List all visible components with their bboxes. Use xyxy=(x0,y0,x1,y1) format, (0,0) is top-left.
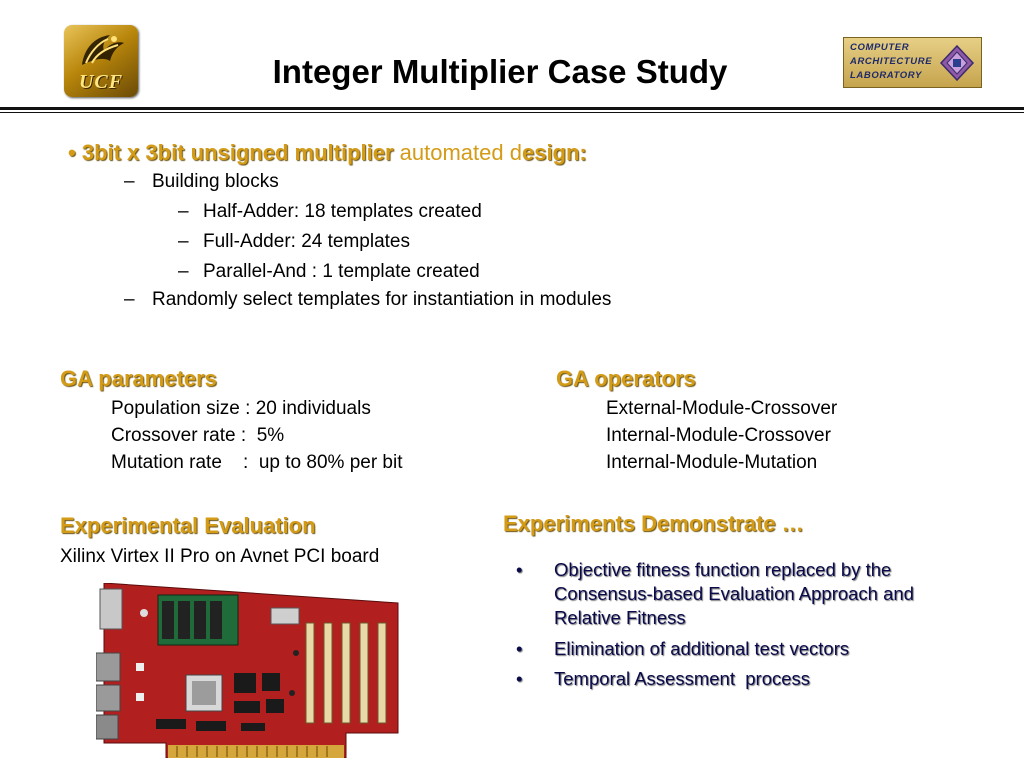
ga-operators-heading: GA operators xyxy=(556,366,696,391)
sub-item-text: Full-Adder: 24 templates xyxy=(203,231,410,252)
main-bullet-emphasis: 3bit x 3bit unsigned multiplier xyxy=(81,140,394,165)
ga-parameter-line: Crossover rate : 5% xyxy=(111,425,285,446)
sub-item-text: Half-Adder: 18 templates created xyxy=(203,201,482,222)
sub-item-half-adder: – Half-Adder: 18 templates created xyxy=(178,201,482,223)
bullet-marker: • xyxy=(516,668,523,689)
sub-item-full-adder: – Full-Adder: 24 templates xyxy=(178,231,410,253)
experiment-bullet-text: Temporal Assessment process xyxy=(554,668,811,689)
page-title: Integer Multiplier Case Study xyxy=(272,53,728,90)
ga-operator-line: Internal-Module-Crossover xyxy=(606,425,831,446)
main-bullet: • 3bit x 3bit unsigned multiplier automa… xyxy=(68,140,587,166)
experiment-bullet-text: Elimination of additional test vectors xyxy=(554,638,850,659)
dash-marker: – xyxy=(178,201,189,222)
ucf-logo: UCF xyxy=(64,25,138,97)
bullet-marker: • xyxy=(516,638,523,659)
sub-item-text: Parallel-And : 1 template created xyxy=(203,261,480,282)
header-rule-thick xyxy=(0,107,1024,110)
logo-line-2: ARCHITECTURE xyxy=(850,56,933,67)
pci-board-photo-icon xyxy=(96,583,399,758)
header-rule-thin xyxy=(0,112,1024,113)
logo-line-3: LABORATORY xyxy=(850,70,922,81)
experimental-evaluation-line: Xilinx Virtex II Pro on Avnet PCI board xyxy=(60,546,380,567)
bullet-marker: • xyxy=(516,559,523,580)
experiment-bullet-text: Objective fitness function replaced by t… xyxy=(554,559,914,628)
main-bullet-emphasis-end: esign: xyxy=(521,140,587,165)
computer-architecture-lab-logo: COMPUTER ARCHITECTURE LABORATORY xyxy=(843,37,982,88)
experiment-bullet: • Elimination of additional test vectors xyxy=(516,637,956,663)
main-bullet-marker: • xyxy=(68,140,76,165)
experimental-evaluation-heading: Experimental Evaluation xyxy=(60,513,316,538)
dash-marker: – xyxy=(178,231,189,252)
dash-marker: – xyxy=(124,171,135,192)
dash-marker: – xyxy=(124,289,135,310)
dash-marker: – xyxy=(178,261,189,282)
ga-parameter-line: Population size : 20 individuals xyxy=(111,398,371,419)
ga-parameters-heading: GA parameters xyxy=(60,366,217,391)
experiment-bullet: • Temporal Assessment process xyxy=(516,667,956,693)
sub-item-text: Randomly select templates for instantiat… xyxy=(152,289,612,310)
sub-item-randomly-select: – Randomly select templates for instanti… xyxy=(124,289,611,311)
experiments-demonstrate-heading: Experiments Demonstrate … xyxy=(503,511,804,536)
ga-parameter-line: Mutation rate : up to 80% per bit xyxy=(111,452,403,473)
sub-item-building-blocks: – Building blocks xyxy=(124,171,279,193)
experiment-bullet: • Objective fitness function replaced by… xyxy=(516,558,956,632)
logo-line-1: COMPUTER xyxy=(850,42,910,53)
ucf-pegasus-logo-icon xyxy=(82,35,124,65)
sub-item-parallel-and: – Parallel-And : 1 template created xyxy=(178,261,480,283)
ga-operator-line: External-Module-Crossover xyxy=(606,398,838,419)
main-bullet-plain: automated d xyxy=(393,140,522,165)
ucf-logo-text: UCF xyxy=(78,71,124,93)
ga-operator-line: Internal-Module-Mutation xyxy=(606,452,818,473)
diamond-chip-icon xyxy=(939,44,975,82)
sub-item-text: Building blocks xyxy=(152,171,279,192)
